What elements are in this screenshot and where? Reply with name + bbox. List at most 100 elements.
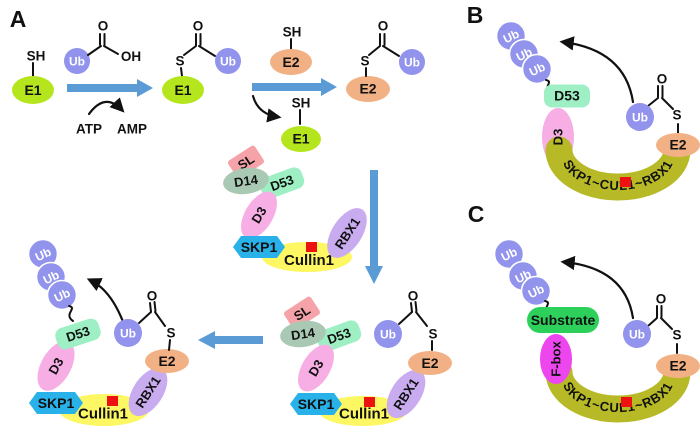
scf-d53-complex: SL D53 D14 D3 Cullin1 SKP1 RBX1	[223, 145, 367, 272]
neddylation-mark-icon	[107, 396, 118, 406]
oxygen-label: O	[147, 289, 158, 304]
e2-enzyme-label: E2	[359, 81, 376, 97]
fbox-shape	[540, 334, 572, 384]
e1-enzyme-label: E1	[174, 82, 191, 98]
scf-arc-shape	[545, 358, 691, 423]
ubiquitin-label: Ub	[220, 55, 236, 69]
panel-a: A SH E1 Ub O OH ATP AMP S	[10, 6, 452, 426]
d3-shape	[298, 344, 334, 392]
e2-enzyme-shape	[145, 349, 189, 373]
ub-linker-squiggle	[68, 305, 74, 322]
panel-b: B Ub Ub Ub D3 D53 SKP1~CUL1~RBX1 O S Ub …	[467, 2, 700, 201]
e1-activation-step: SH E1 Ub O OH ATP AMP	[12, 19, 153, 137]
e2-enzyme-label: E2	[282, 54, 299, 70]
oxygen-label: O	[193, 19, 204, 34]
thioester-bonds	[398, 301, 433, 351]
ubiquitin-shape	[114, 319, 142, 347]
skp1-label: SKP1	[241, 239, 278, 255]
ubiquitin-label: Ub	[526, 282, 546, 301]
ubiquitin-chain-shape	[521, 53, 553, 85]
sulfur-label: S	[360, 54, 369, 69]
e1-ub-thioester: S E1 O Ub	[162, 19, 241, 104]
s-e1-bond	[180, 67, 183, 77]
e2-enzyme-shape	[656, 354, 700, 378]
d53-shape	[544, 84, 590, 108]
d53-shape	[259, 167, 305, 199]
ubiquitin-label: Ub	[629, 328, 645, 342]
ubiquitin-chain-shape	[46, 279, 78, 311]
thiol-label: SH	[27, 49, 46, 64]
neddylation-mark-icon	[306, 242, 317, 252]
ubiquitin-shape	[399, 49, 425, 75]
ubiquitin-chain-shape	[520, 275, 552, 307]
thioester-bonds	[138, 301, 171, 351]
ub-transfer-arrow-icon	[559, 36, 635, 104]
d53-label: D53	[64, 323, 91, 345]
ubiquitin-shape	[623, 320, 651, 348]
ubiquitin-label: Ub	[120, 327, 136, 341]
d3-label: D3	[248, 204, 269, 226]
ubiquitin-label: Ub	[380, 328, 396, 342]
d3-shape	[37, 341, 75, 391]
sulfur-label: S	[166, 326, 175, 341]
ubiquitin-label: Ub	[499, 245, 519, 264]
panel-b-label: B	[467, 2, 484, 28]
neddylation-mark-icon	[621, 397, 632, 407]
reaction-arrow-left-icon	[198, 331, 263, 349]
oxygen-label: O	[408, 289, 419, 304]
e1-enzyme-label: E1	[292, 131, 309, 147]
thiol-label: SH	[283, 25, 302, 40]
ubiquitin-label: Ub	[632, 111, 648, 125]
e2-ub-thioester: E2 S O Ub	[346, 19, 425, 102]
ub-transfer-arrow-icon	[560, 255, 635, 320]
e1-enzyme-shape	[162, 76, 204, 104]
e2-enzyme-label: E2	[669, 137, 686, 153]
e2-enzyme-label: E2	[421, 355, 438, 371]
d14-shape	[223, 167, 269, 195]
rbx1-shape	[128, 367, 168, 417]
rbx1-shape	[386, 369, 426, 419]
ubiquitin-chain-shape	[493, 238, 525, 270]
e2-enzyme-shape	[346, 76, 390, 102]
d3-label: D3	[551, 129, 566, 146]
cullin1-label: Cullin1	[339, 406, 389, 423]
hydroxyl-label: OH	[121, 49, 141, 64]
d3-shape	[241, 191, 277, 239]
substrate-label: Substrate	[531, 312, 596, 328]
e1-enzyme-shape	[12, 76, 54, 104]
panel-c-label: C	[468, 201, 485, 227]
d3-label: D3	[45, 355, 66, 377]
scf-arc-shape	[545, 136, 691, 201]
d3-label: D3	[305, 357, 326, 379]
ubiquitin-label: Ub	[33, 245, 53, 264]
e2-enzyme-label: E2	[669, 358, 686, 374]
oxygen-label: O	[657, 72, 668, 87]
skp1-shape	[29, 392, 83, 414]
reaction-arrow-right-icon	[252, 78, 337, 96]
skp1-shape	[233, 236, 285, 258]
sulfur-label: S	[428, 327, 437, 342]
sulfur-label: S	[672, 328, 681, 343]
amp-label: AMP	[117, 122, 147, 137]
atp-amp-arrow-icon	[87, 97, 125, 116]
thiol-label: SH	[292, 96, 311, 111]
oxygen-label: O	[656, 292, 667, 307]
skp1-label: SKP1	[38, 395, 75, 411]
cullin1-label: Cullin1	[78, 406, 128, 423]
d14-shape	[280, 320, 326, 348]
e2-enzyme-shape	[270, 49, 312, 75]
fbox-label: F-box	[549, 341, 564, 377]
d14-label: D14	[233, 172, 259, 190]
d53-label: D53	[554, 88, 580, 104]
panel-a-label: A	[10, 6, 27, 32]
neddylation-mark-icon	[620, 177, 631, 187]
ubiquitin-label: Ub	[527, 60, 547, 79]
ubiquitin-label: Ub	[52, 286, 72, 305]
carboxyl-group-bonds	[87, 33, 119, 56]
reaction-arrow-down-icon	[365, 170, 383, 284]
d53-shape	[55, 318, 101, 350]
panel-c: C Ub Ub Ub F-box Substrate SKP1~CUL1~RBX…	[468, 201, 700, 423]
e1-enzyme-label: E1	[24, 82, 41, 98]
